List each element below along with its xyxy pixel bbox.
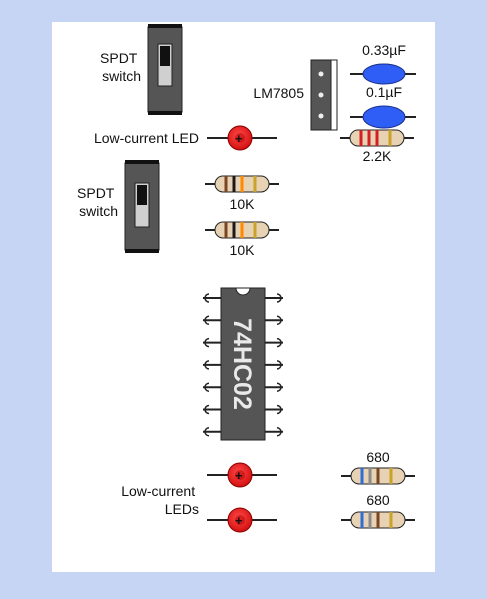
capacitor-0-33uf-label: 0.33µF bbox=[362, 42, 406, 58]
resistor-680-a-label: 680 bbox=[366, 449, 390, 465]
resistor-2-2k-label: 2.2K bbox=[363, 148, 392, 164]
svg-text:+: + bbox=[235, 468, 243, 483]
resistor-2-2k[interactable] bbox=[340, 129, 414, 147]
ic-74hc02[interactable] bbox=[220, 287, 266, 441]
resistor-10k-b-label: 10K bbox=[230, 242, 256, 258]
capacitor-0-1uf[interactable] bbox=[350, 105, 416, 129]
resistor-680-b-label: 680 bbox=[366, 492, 390, 508]
svg-text:+: + bbox=[235, 513, 243, 528]
regulator-label: LM7805 bbox=[253, 85, 304, 101]
resistor-10k-a[interactable] bbox=[205, 175, 279, 193]
led-top-label: Low-current LED bbox=[94, 130, 199, 146]
leds-bottom-label: Low-current LEDs bbox=[121, 483, 199, 517]
svg-text:+: + bbox=[235, 131, 243, 146]
resistor-680-b[interactable] bbox=[341, 511, 415, 529]
ic-label: 74HC02 bbox=[228, 318, 256, 410]
resistor-10k-b[interactable] bbox=[205, 221, 279, 239]
switch-bottom-label: SPDT switch bbox=[77, 185, 118, 219]
led-top[interactable]: + bbox=[207, 125, 277, 151]
spdt-switch-top[interactable] bbox=[147, 24, 183, 115]
capacitor-0-33uf[interactable] bbox=[350, 63, 416, 85]
led-bottom-a[interactable]: + bbox=[207, 462, 277, 488]
spdt-switch-bottom[interactable] bbox=[124, 160, 160, 253]
lm7805-regulator[interactable] bbox=[310, 59, 338, 131]
switch-top-label: SPDT switch bbox=[100, 50, 141, 84]
resistor-10k-a-label: 10K bbox=[230, 196, 256, 212]
ic-pins bbox=[203, 293, 283, 437]
resistor-680-a[interactable] bbox=[341, 467, 415, 485]
capacitor-0-1uf-label: 0.1µF bbox=[366, 84, 402, 100]
led-bottom-b[interactable]: + bbox=[207, 507, 277, 533]
